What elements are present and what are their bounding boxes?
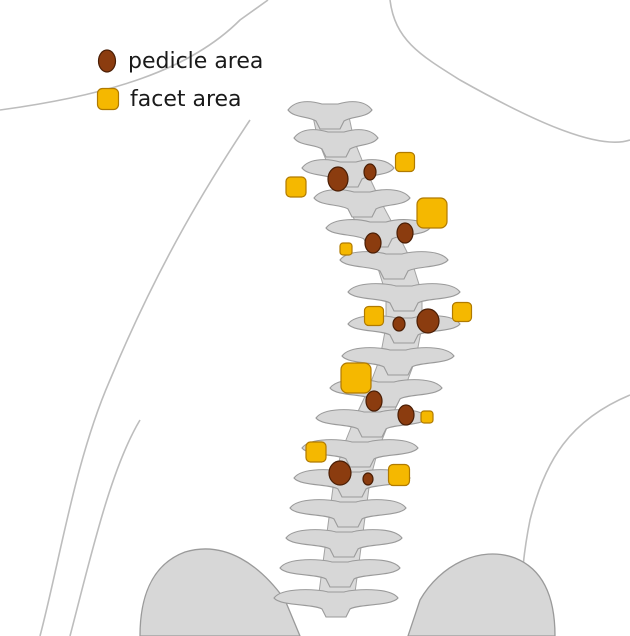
vertebra [286, 530, 402, 557]
facet-marker [286, 177, 306, 197]
pedicle-marker [398, 405, 414, 425]
pedicle-marker [329, 461, 351, 485]
pedicle-marker [366, 391, 382, 411]
vertebra [280, 560, 400, 587]
pedicle-marker [364, 164, 376, 180]
pedicle-marker [417, 309, 439, 333]
vertebra [274, 590, 398, 617]
facet-marker [421, 411, 433, 423]
legend-item-pedicle: pedicle area [96, 42, 263, 80]
facet-marker-icon [96, 87, 120, 111]
facet-marker [365, 307, 384, 326]
facet-marker [396, 153, 415, 172]
facet-marker [340, 243, 352, 255]
vertebra [290, 500, 406, 527]
legend-item-facet: facet area [96, 80, 263, 118]
vertebra [288, 102, 372, 129]
legend: pedicle area facet area [96, 42, 263, 118]
pedicle-marker-icon [96, 47, 118, 75]
pedicle-marker [397, 223, 413, 243]
vertebra [314, 190, 410, 217]
legend-label-facet: facet area [130, 87, 242, 112]
pedicle-marker [365, 233, 381, 253]
pedicle-marker [393, 317, 405, 331]
pedicle-marker [363, 473, 373, 485]
facet-marker [453, 303, 472, 322]
facet-marker [306, 442, 326, 462]
vertebra [340, 252, 448, 279]
facet-marker [389, 465, 410, 486]
pedicle-marker [328, 167, 348, 191]
vertebra [294, 130, 378, 157]
facet-marker [341, 363, 371, 393]
vertebra [348, 284, 460, 311]
facet-marker [417, 198, 447, 228]
legend-label-pedicle: pedicle area [128, 49, 263, 74]
